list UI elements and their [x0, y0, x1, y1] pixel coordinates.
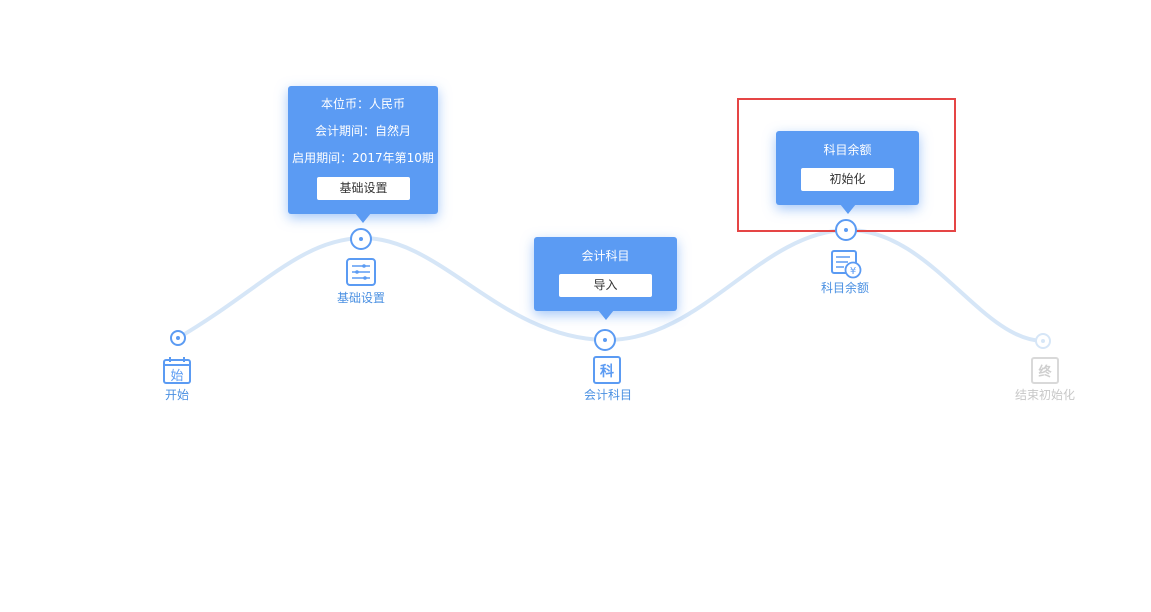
end-icon: 终: [1031, 357, 1059, 384]
start-icon-char: 始: [170, 369, 183, 384]
subject-icon-char: 科: [600, 363, 614, 380]
popup-subject-balance: 科目余额 初始化: [776, 131, 919, 214]
step-label-basic-settings[interactable]: 基础设置: [336, 291, 385, 305]
ledger-yen-icon[interactable]: ¥: [830, 249, 862, 279]
initialize-button[interactable]: 初始化: [801, 168, 894, 191]
step-label-subject-balance[interactable]: 科目余额: [820, 281, 869, 295]
import-button[interactable]: 导入: [559, 274, 652, 297]
popup-accounting-subjects: 会计科目 导入: [534, 237, 677, 320]
step-dot-start[interactable]: [170, 330, 186, 346]
popup-basic-settings: 本位币：人民币 会计期间：自然月 启用期间：2017年第10期 基础设置: [288, 86, 438, 223]
calendar-icon[interactable]: 始: [162, 355, 192, 385]
accounting-period-text: 会计期间：自然月: [314, 124, 411, 138]
svg-text:¥: ¥: [850, 266, 856, 277]
enable-period-text: 启用期间：2017年第10期: [292, 151, 434, 165]
end-icon-char: 终: [1038, 364, 1052, 380]
step-label-accounting-subjects[interactable]: 会计科目: [583, 388, 632, 402]
step-dot-accounting-subjects[interactable]: [594, 329, 616, 351]
highlight-annotation-box: [737, 98, 956, 232]
step-dot-end: [1035, 333, 1051, 349]
step-label-end: 结束初始化: [1014, 388, 1075, 402]
step-dot-subject-balance[interactable]: [835, 219, 857, 241]
step-label-start[interactable]: 开始: [164, 388, 189, 402]
base-currency-text: 本位币：人民币: [320, 97, 405, 111]
basic-settings-button[interactable]: 基础设置: [317, 177, 410, 200]
step-dot-basic-settings[interactable]: [350, 228, 372, 250]
subject-icon[interactable]: 科: [593, 356, 621, 384]
settings-list-icon[interactable]: [346, 258, 376, 286]
accounting-subjects-title: 会计科目: [581, 249, 630, 263]
subject-balance-title: 科目余额: [823, 143, 872, 157]
